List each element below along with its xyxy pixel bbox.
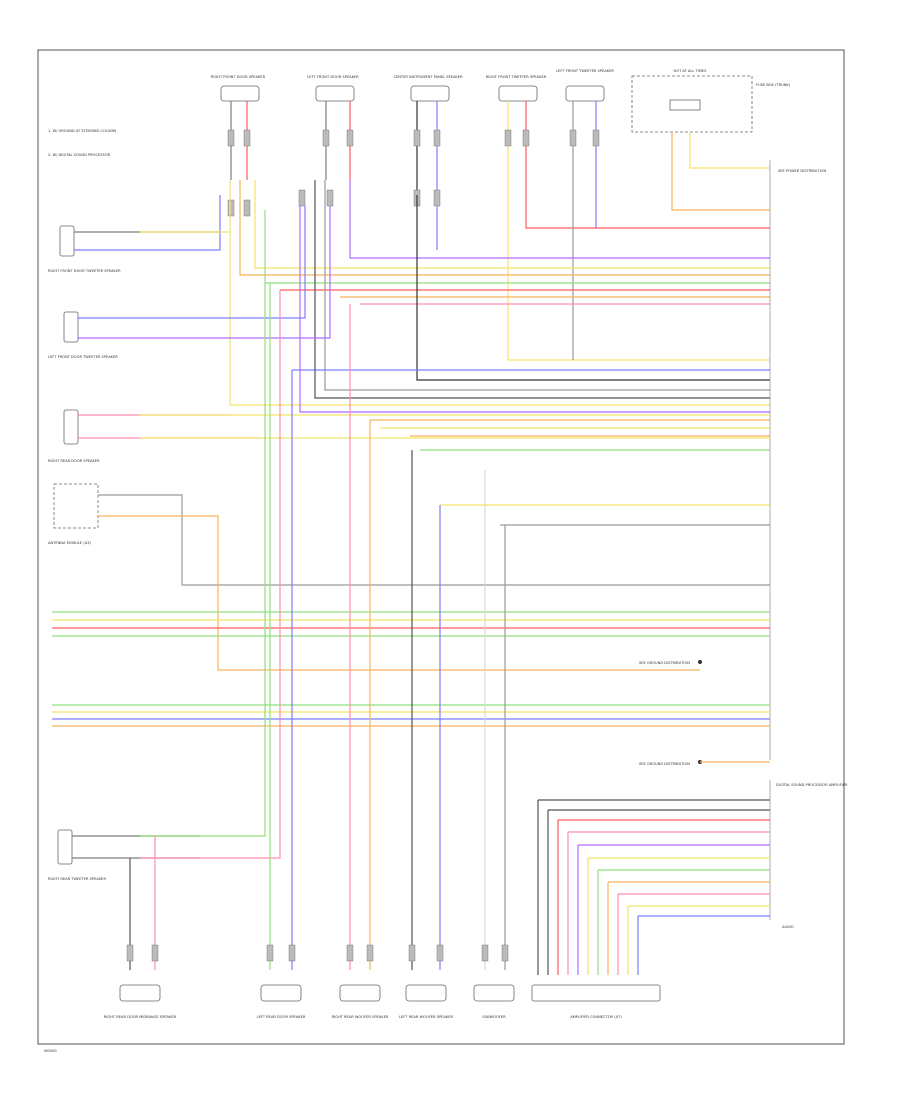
component-label: LEFT FRONT TWEETER SPEAKER <box>556 69 614 73</box>
diagram-frame <box>37 49 845 1045</box>
speaker-body <box>410 85 450 102</box>
component-label: LEFT REAR DOOR SPEAKER <box>257 1015 306 1019</box>
fuse-box-title: HOT AT ALL TIMES <box>674 69 708 73</box>
speaker-body <box>220 85 260 102</box>
component-label: RIGHT REAR TWEETER SPEAKER <box>48 877 106 881</box>
tweeter-body <box>59 225 75 257</box>
legend-item-1: 1. W/ GROUND AT STEERING COLUMN <box>48 129 116 133</box>
fuse-icon <box>669 99 701 111</box>
top-speaker-lf-tweeter: LEFT FRONT TWEETER SPEAKER <box>556 69 614 102</box>
left-lf-door-tweeter: LEFT FRONT DOOR TWEETER SPEAKER <box>48 206 331 359</box>
speaker-body <box>315 85 355 102</box>
speaker-body <box>119 984 161 1002</box>
speaker-body <box>260 984 302 1002</box>
component-label: AMPLIFIER CONNECTOR (X7) <box>570 1015 622 1019</box>
harness-bus <box>229 180 770 526</box>
component-label: ANTENNA MODULE (A3) <box>48 541 91 545</box>
fuse-box-note: FUSE BOX (TRUNK) <box>756 83 791 87</box>
bottom-amp-connector: AMPLIFIER CONNECTOR (X7) <box>531 984 661 1019</box>
component-label: LEFT FRONT DOOR SPEAKER <box>307 75 359 79</box>
bottom-subwoofer: SUBWOOFER <box>473 984 515 1019</box>
tweeter-body <box>63 311 79 343</box>
left-antenna-module: ANTENNA MODULE (A3) <box>48 483 770 671</box>
component-label: RIGHT FRONT TWEETER SPEAKER <box>486 75 547 79</box>
speaker-body <box>405 984 447 1002</box>
bottom-drops <box>129 283 506 970</box>
connector-body <box>531 984 661 1002</box>
bottom-plugs <box>126 944 509 962</box>
top-pigtails <box>230 101 770 361</box>
top-speaker-lf: LEFT FRONT DOOR SPEAKER <box>307 75 359 102</box>
mid-bus-group-2 <box>52 704 770 727</box>
bottom-lr-woofer: LEFT REAR WOOFER SPEAKER <box>399 984 453 1019</box>
fuse-box: HOT AT ALL TIMES FUSE BOX (TRUNK) <box>631 69 791 133</box>
footer-code: W0000 <box>44 1049 57 1053</box>
tweeter-body <box>57 829 73 865</box>
top-speaker-rf-tweeter: RIGHT FRONT TWEETER SPEAKER <box>486 75 547 102</box>
top-speaker-center: CENTER INSTRUMENT PANEL SPEAKER <box>393 75 463 102</box>
component-label: RIGHT REAR WOOFER SPEAKER <box>332 1015 389 1019</box>
ground-ref-label: SEE GROUND DISTRIBUTION <box>639 661 690 665</box>
top-plugs <box>227 129 600 217</box>
speaker-body <box>498 85 538 102</box>
legend-item-2: 2. W/ DIGITAL SOUND PROCESSOR <box>48 153 111 157</box>
component-label: CENTER INSTRUMENT PANEL SPEAKER <box>393 75 463 79</box>
component-label: RIGHT REAR DOOR SPEAKER <box>48 459 100 463</box>
component-label: RIGHT FRONT DOOR SPEAKER <box>211 75 266 79</box>
bottom-rr-woofer: RIGHT REAR WOOFER SPEAKER <box>332 984 389 1019</box>
bottom-rr-speaker: RIGHT REAR DOOR MIDRANGE SPEAKER <box>104 984 177 1019</box>
component-label: RIGHT REAR DOOR MIDRANGE SPEAKER <box>104 1015 177 1019</box>
bottom-lr-speaker: LEFT REAR DOOR SPEAKER <box>257 984 306 1019</box>
component-label: RIGHT FRONT DOOR TWEETER SPEAKER <box>48 269 121 273</box>
component-label: LEFT FRONT DOOR TWEETER SPEAKER <box>48 355 118 359</box>
amplifier-label: DIGITAL SOUND PROCESSOR AMPLIFIER <box>776 783 848 787</box>
component-label: LEFT REAR WOOFER SPEAKER <box>399 1015 453 1019</box>
left-rf-door-tweeter: RIGHT FRONT DOOR TWEETER SPEAKER <box>48 195 230 273</box>
fuse-link-label: SEE POWER DISTRIBUTION <box>778 169 826 173</box>
left-rr-door-speaker: RIGHT REAR DOOR SPEAKER <box>48 409 770 463</box>
ground-references: SEE GROUND DISTRIBUTION SEE GROUND DISTR… <box>639 660 770 766</box>
ground-ref-label-2: SEE GROUND DISTRIBUTION <box>639 762 690 766</box>
speaker-body <box>63 409 79 445</box>
top-speaker-rf: RIGHT FRONT DOOR SPEAKER <box>211 75 266 102</box>
speaker-body <box>473 984 515 1002</box>
audio-code: AUDIO <box>782 925 794 929</box>
module-body <box>53 483 99 529</box>
left-rr-tweeter: RIGHT REAR TWEETER SPEAKER <box>48 210 281 881</box>
component-label: SUBWOOFER <box>482 1015 506 1019</box>
speaker-body <box>339 984 381 1002</box>
speaker-body <box>565 85 605 102</box>
amp-fanout: DIGITAL SOUND PROCESSOR AMPLIFIER AUDIO <box>537 783 848 975</box>
mid-bus-group-1 <box>52 611 770 637</box>
